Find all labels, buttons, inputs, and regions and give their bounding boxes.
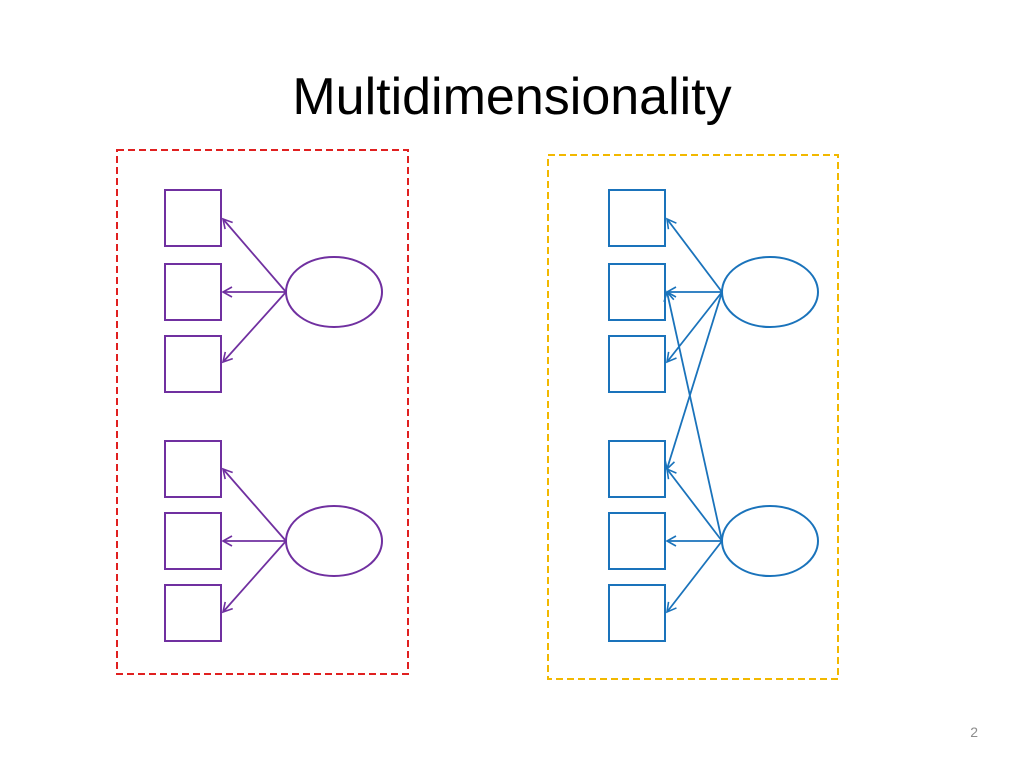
factor-ellipse — [721, 505, 819, 577]
loading-arrow — [221, 467, 287, 542]
indicator-box — [164, 440, 222, 498]
factor-ellipse — [721, 256, 819, 328]
indicator-box — [164, 512, 222, 570]
loading-arrow — [666, 467, 723, 542]
indicator-box — [608, 584, 666, 642]
loading-arrow — [666, 217, 723, 293]
page-number: 2 — [970, 724, 978, 740]
indicator-box — [608, 263, 666, 321]
cross-loading-arrow — [664, 291, 723, 471]
indicator-box — [164, 584, 222, 642]
indicator-box — [608, 335, 666, 393]
factor-ellipse — [285, 256, 383, 328]
loading-arrow — [221, 540, 287, 614]
indicator-box — [164, 189, 222, 247]
indicator-box — [164, 263, 222, 321]
loading-arrow — [665, 540, 723, 614]
left-panel-border — [116, 149, 409, 675]
indicator-box — [164, 335, 222, 393]
indicator-box — [608, 189, 666, 247]
loading-arrow — [665, 291, 723, 364]
indicator-box — [608, 512, 666, 570]
loading-arrow — [221, 291, 287, 364]
loading-arrow — [221, 217, 287, 293]
indicator-box — [608, 440, 666, 498]
right-panel-border — [547, 154, 839, 680]
right-model-panel — [547, 154, 839, 680]
left-model-panel — [116, 149, 409, 675]
cross-loading-arrow — [663, 290, 723, 542]
factor-ellipse — [285, 505, 383, 577]
slide-title: Multidimensionality — [292, 68, 732, 126]
